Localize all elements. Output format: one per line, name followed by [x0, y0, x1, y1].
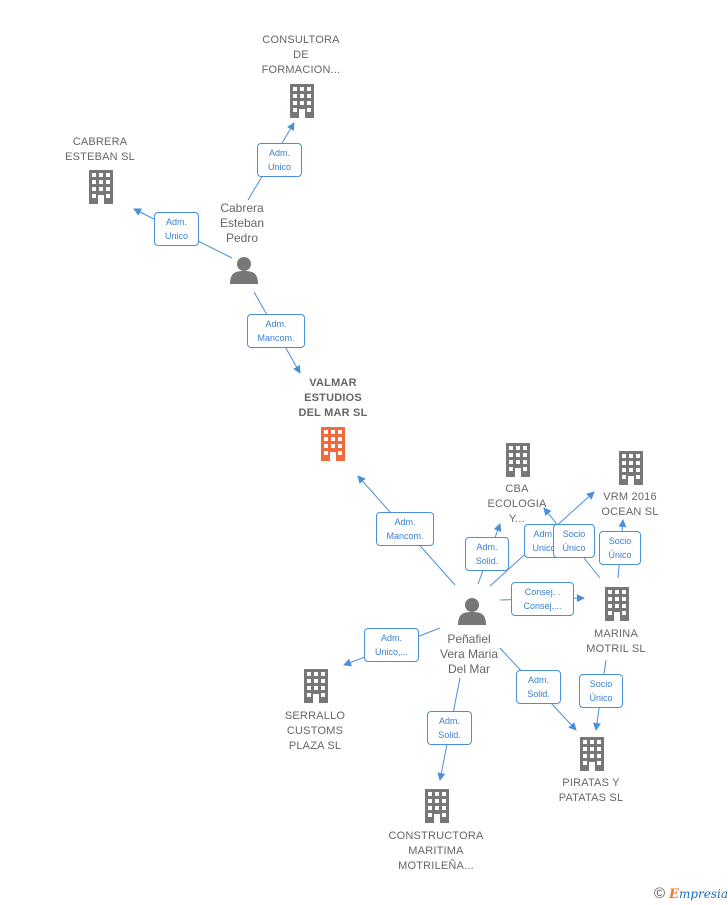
brand-logo-initial: E: [669, 887, 679, 902]
edge-label-marina-vrm-b[interactable]: Socio Único: [599, 531, 641, 565]
edge-label-penafiel-serrallo[interactable]: Adm. Unico,...: [364, 628, 419, 662]
node-cba-label[interactable]: CBA ECOLOGIA Y...: [487, 483, 547, 525]
node-cabrera-pedro-label[interactable]: Cabrera Esteban Pedro: [219, 201, 265, 245]
node-serrallo-label[interactable]: SERRALLO CUSTOMS PLAZA SL: [284, 710, 346, 752]
node-valmar-label[interactable]: VALMAR ESTUDIOS DEL MAR SL: [298, 377, 368, 419]
node-penafiel-label[interactable]: Peñafiel Vera Maria Del Mar: [439, 632, 499, 676]
person-icon: [458, 598, 486, 625]
brand-logo-text: mpresia: [678, 887, 728, 901]
node-piratas-label[interactable]: PIRATAS Y PATATAS SL: [558, 777, 624, 804]
person-icon: [230, 257, 258, 284]
empresia-footer[interactable]: ©Empresia: [654, 885, 728, 902]
node-marina-label[interactable]: MARINA MOTRIL SL: [586, 628, 646, 655]
edge-label-pedro-consultora[interactable]: Adm. Unico: [257, 143, 302, 177]
copyright-icon: ©: [653, 885, 666, 902]
edge-label-pedro-valmar[interactable]: Adm. Mancom.: [247, 314, 305, 348]
building-icon: [605, 587, 629, 621]
building-icon: [304, 669, 328, 703]
edge-label-penafiel-cba[interactable]: Adm. Solid.: [465, 537, 509, 571]
edge-label-penafiel-marina[interactable]: Consej. . Consej....: [511, 582, 574, 616]
edge-label-marina-vrm-a[interactable]: Socio Único: [553, 524, 595, 558]
edge-label-pedro-cabrera[interactable]: Adm. Unico: [154, 212, 199, 246]
building-icon: [290, 84, 314, 118]
edge-label-penafiel-valmar[interactable]: Adm. Mancom.: [376, 512, 434, 546]
node-vrm-label[interactable]: VRM 2016 OCEAN SL: [601, 491, 659, 518]
building-icon: [425, 789, 449, 823]
edge-label-penafiel-constructora[interactable]: Adm. Solid.: [427, 711, 472, 745]
edge-label-penafiel-piratas[interactable]: Adm. Solid.: [516, 670, 561, 704]
building-icon: [580, 737, 604, 771]
edge-label-marina-piratas[interactable]: Socio Único: [579, 674, 623, 708]
building-icon-focus: [321, 427, 345, 461]
node-cabrera-esteban-sl-label[interactable]: CABRERA ESTEBAN SL: [65, 136, 135, 163]
building-icon: [506, 443, 530, 477]
node-consultora-label[interactable]: CONSULTORA DE FORMACION...: [261, 34, 341, 76]
node-constructora-label[interactable]: CONSTRUCTORA MARITIMA MOTRILEÑA...: [388, 830, 484, 872]
building-icon: [89, 170, 113, 204]
building-icon: [619, 451, 643, 485]
